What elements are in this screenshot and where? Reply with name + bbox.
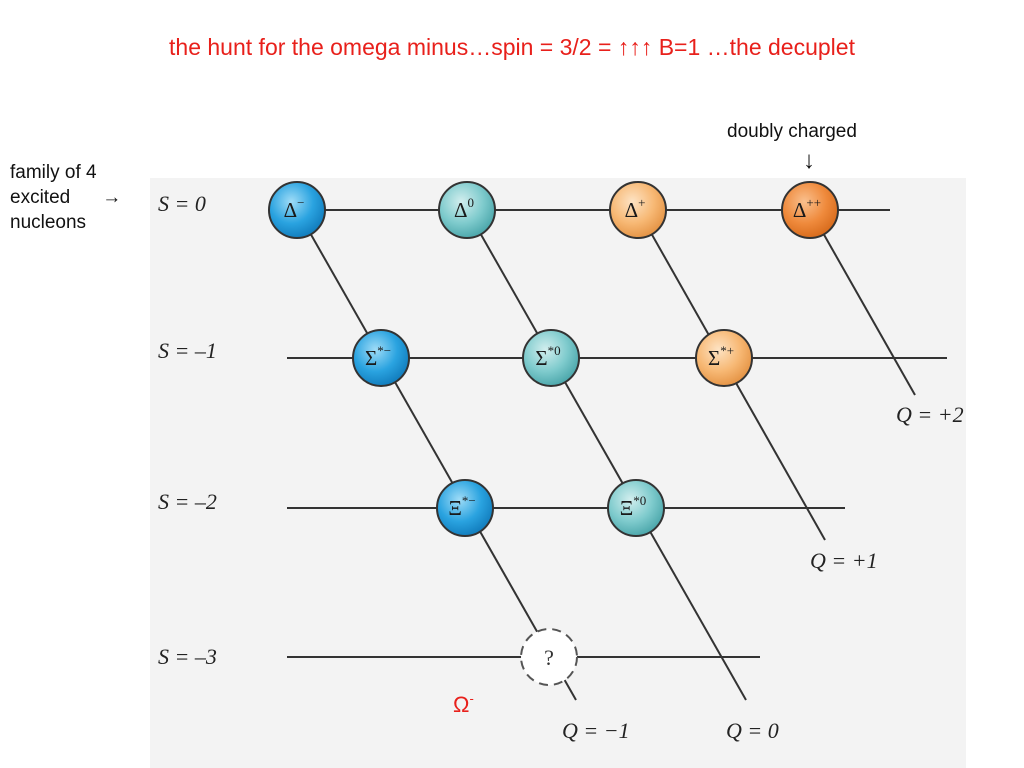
xi-star-minus-particle: Ξ*− xyxy=(436,479,494,537)
sigma-star-minus-symbol: Σ*− xyxy=(365,343,391,370)
family-note-line1: family of 4 xyxy=(10,162,97,183)
delta-minus-symbol: Δ− xyxy=(284,195,305,222)
s0-label: S = 0 xyxy=(158,191,206,216)
sigma-star-zero-symbol: Σ*0 xyxy=(535,343,560,370)
sigma-star-zero-particle: Σ*0 xyxy=(522,329,580,387)
q-zero-label: Q = 0 xyxy=(726,718,779,743)
q-minus1-label: Q = −1 xyxy=(562,718,630,743)
q-zero-line xyxy=(466,209,747,701)
unknown-particle: ? xyxy=(520,628,578,686)
delta-plusplus-symbol: Δ++ xyxy=(793,195,821,222)
sigma-star-minus-particle: Σ*− xyxy=(352,329,410,387)
delta-minus-particle: Δ− xyxy=(268,181,326,239)
s-1-label: S = –1 xyxy=(158,338,217,363)
xi-star-zero-symbol: Ξ*0 xyxy=(620,493,647,520)
delta-zero-symbol: Δ0 xyxy=(454,195,474,222)
xi-star-minus-symbol: Ξ*− xyxy=(448,493,475,520)
delta-plus-symbol: Δ+ xyxy=(625,195,646,222)
family-note-line2: excited→ xyxy=(10,187,122,208)
delta-plus-particle: Δ+ xyxy=(609,181,667,239)
question-mark-label: ? xyxy=(544,645,554,670)
q-minus1-line xyxy=(296,209,577,701)
sigma-star-plus-symbol: Σ*+ xyxy=(708,343,734,370)
q-plus2-label: Q = +2 xyxy=(896,402,964,427)
s-2-label: S = –2 xyxy=(158,489,217,514)
delta-zero-particle: Δ0 xyxy=(438,181,496,239)
q-plus2-line xyxy=(809,209,916,396)
s-3-label: S = –3 xyxy=(158,644,217,669)
slide-title: the hunt for the omega minus…spin = 3/2 … xyxy=(169,34,855,60)
family-note: family of 4 excited→ nucleons xyxy=(10,160,121,235)
delta-plusplus-particle: Δ++ xyxy=(781,181,839,239)
sigma-star-plus-particle: Σ*+ xyxy=(695,329,753,387)
xi-star-zero-particle: Ξ*0 xyxy=(607,479,665,537)
down-arrow-icon: ↓ xyxy=(803,147,815,174)
right-arrow-icon: → xyxy=(102,187,122,208)
doubly-charged-note: doubly charged xyxy=(727,121,857,142)
omega-minus-label: Ω- xyxy=(453,691,474,717)
family-note-line3: nucleons xyxy=(10,212,87,233)
q-plus1-label: Q = +1 xyxy=(810,548,878,573)
